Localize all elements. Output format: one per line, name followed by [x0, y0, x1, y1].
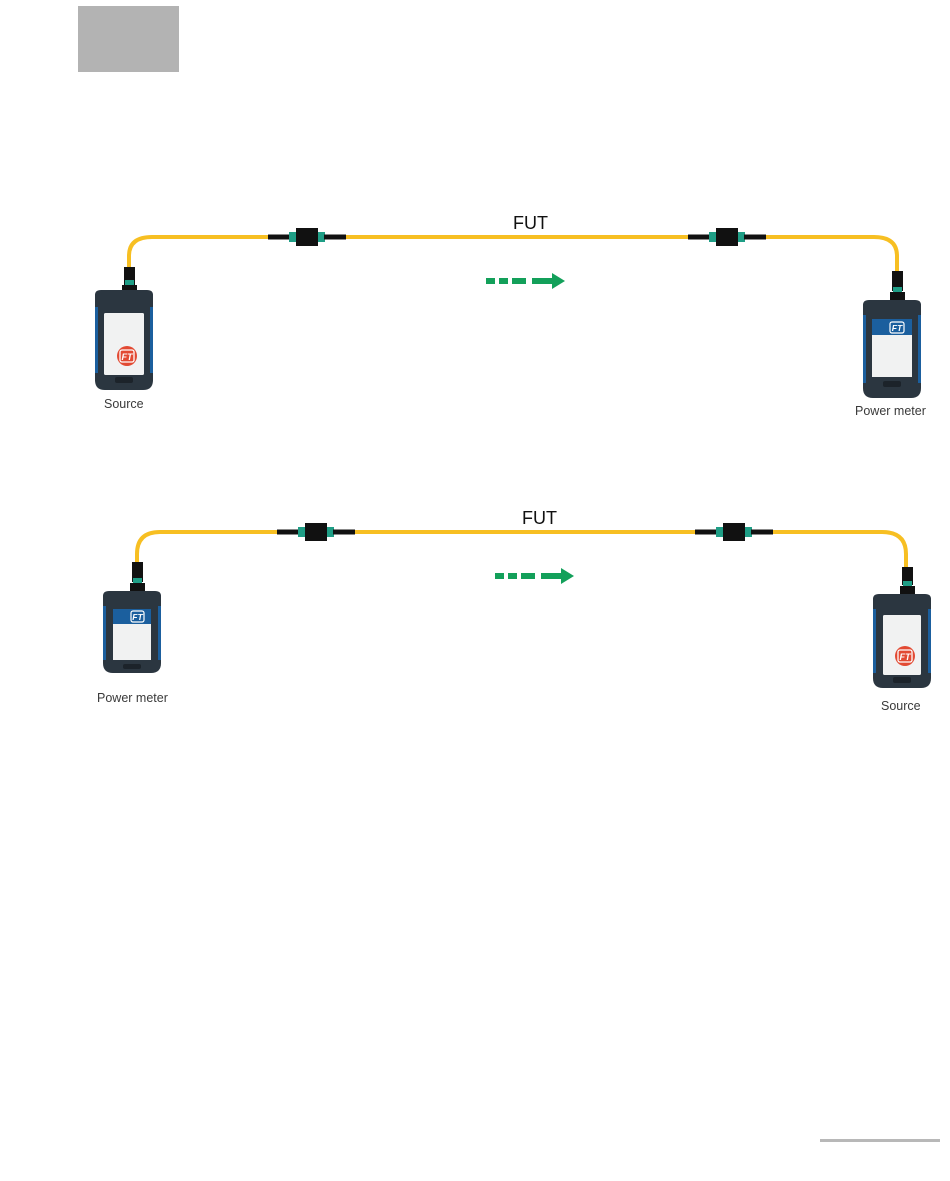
- fiber-connector: [268, 228, 346, 246]
- fiber-connector: [277, 523, 355, 541]
- source-device: FT: [873, 567, 931, 688]
- svg-text:FT: FT: [122, 352, 134, 362]
- diagram-2: FT FT FUT Power meter Source: [0, 496, 950, 736]
- power-meter-badge-icon: FT: [131, 611, 144, 622]
- source-badge-icon: FT: [117, 346, 137, 366]
- left-device-label: Source: [104, 397, 144, 411]
- svg-text:FT: FT: [900, 652, 912, 662]
- fut-label: FUT: [513, 213, 548, 234]
- fiber-connector: [695, 523, 773, 541]
- source-device: FT: [95, 267, 153, 390]
- power-meter-device: FT: [863, 271, 921, 398]
- left-device-label: Power meter: [97, 691, 168, 705]
- right-device-label: Power meter: [855, 404, 926, 418]
- fiber-cable: [129, 237, 897, 272]
- header-block: [78, 6, 179, 72]
- power-meter-badge-icon: FT: [890, 322, 904, 333]
- source-badge-icon: FT: [895, 646, 915, 666]
- fut-label: FUT: [522, 508, 557, 529]
- direction-arrow-icon: [495, 568, 574, 584]
- right-device-label: Source: [881, 699, 921, 713]
- power-meter-device: FT: [103, 562, 161, 673]
- direction-arrow-icon: [486, 273, 565, 289]
- svg-text:FT: FT: [892, 323, 903, 333]
- footer-rule: [820, 1139, 940, 1142]
- fiber-connector: [688, 228, 766, 246]
- diagram-1: FT FT FUT Source Power meter: [0, 200, 950, 440]
- svg-text:FT: FT: [132, 612, 143, 622]
